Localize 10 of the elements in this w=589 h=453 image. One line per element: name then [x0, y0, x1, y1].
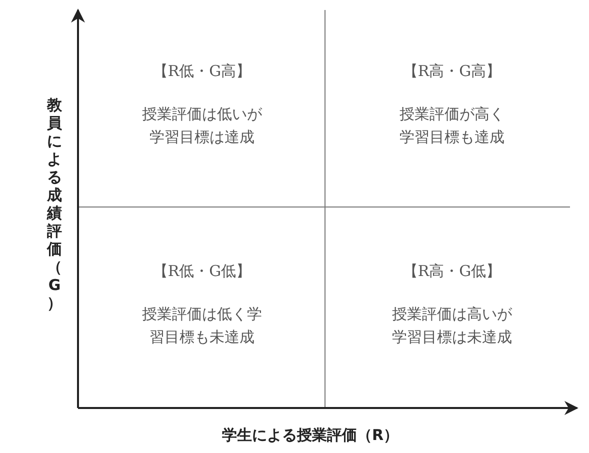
quadrant-description: 授業評価は高いが学習目標は未達成 [391, 304, 513, 348]
quadrant-heading: 【R低・G低】 [152, 262, 252, 281]
x-axis-label: 学生による授業評価（R） [222, 426, 399, 445]
y-axis-label: 教員による成績評価（G） [46, 96, 63, 312]
quadrant-heading: 【R低・G高】 [152, 62, 252, 81]
quadrant-description: 授業評価は低く学習目標も未達成 [141, 304, 263, 348]
quadrant-heading: 【R高・G高】 [402, 62, 502, 81]
quadrant-description: 授業評価は低いが学習目標は達成 [141, 104, 263, 148]
quadrant-description: 授業評価が高く学習目標も達成 [398, 104, 506, 148]
quadrant-heading: 【R高・G低】 [402, 262, 502, 281]
